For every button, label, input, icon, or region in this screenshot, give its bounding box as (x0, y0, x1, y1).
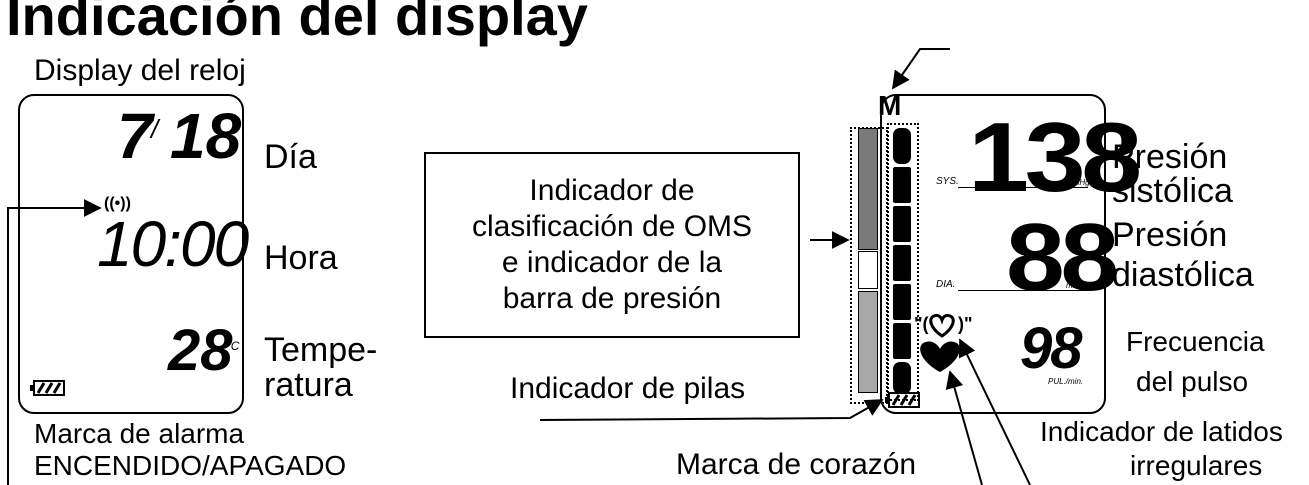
temperature-label-line1: Tempe- (264, 331, 378, 369)
who-caption-line: Indicador de (529, 174, 695, 207)
sys-tag: SYS. (936, 176, 959, 187)
hour-label: Hora (264, 239, 338, 277)
irregular-beat-label-line1: Indicador de latidos (1040, 416, 1283, 447)
pulse-label-line2: del pulso (1136, 366, 1249, 397)
time-digits: 10:00 (97, 208, 249, 280)
day-label: Día (264, 138, 317, 176)
arrow-heart (945, 370, 983, 485)
who-caption-line: barra de presión (502, 282, 722, 315)
systolic-label-line2: sistólica (1112, 172, 1233, 210)
diastolic-label-line1: Presión (1112, 216, 1228, 254)
clock-lcd-panel (18, 94, 244, 414)
temperature-digits: 28 (168, 318, 233, 383)
who-segment-white (858, 251, 878, 289)
sys-unit: mmHg (1066, 178, 1090, 187)
systolic-digits: 138 (968, 102, 1142, 212)
who-segment-light (858, 291, 878, 393)
svg-text:)": )" (958, 314, 973, 334)
memory-icon: M (878, 90, 902, 121)
alarm-icon: ((•)) (104, 195, 131, 212)
battery-indicator-label: Indicador de pilas (510, 372, 746, 405)
alarm-caption-line2: ENCENDIDO/APAGADO (34, 450, 347, 481)
who-caption-line: e indicador de la (501, 246, 723, 279)
dia-tag: DIA. (936, 279, 956, 290)
battery-icon (30, 380, 65, 396)
alarm-caption-line1: Marca de alarma (34, 418, 245, 449)
diastolic-digits: 88 (1006, 204, 1119, 311)
date-day-digits: 18 (170, 100, 242, 172)
irregular-beat-label-line2: irregulares (1130, 450, 1263, 481)
arrow-alarm (7, 199, 102, 485)
svg-text:"(: "( (914, 314, 929, 334)
dia-unit: mmHg (1066, 281, 1090, 290)
irregular-heartbeat-icon: "( )" (914, 313, 973, 338)
pulse-label-line1: Frecuencia (1126, 326, 1265, 357)
clock-display-label: Display del reloj (34, 54, 246, 87)
arrow-battery (539, 399, 884, 421)
who-caption-line: clasificación de OMS (471, 210, 753, 243)
diastolic-underline (958, 290, 1088, 291)
pressure-bar-segments (893, 128, 911, 394)
who-indicator-caption-box: Indicador de clasificación de OMS e indi… (424, 152, 800, 338)
arrow-memory (891, 48, 950, 90)
date-month-digit: 7 (117, 100, 153, 172)
heart-icon (920, 341, 960, 372)
temperature-label-line2: ratura (264, 366, 353, 404)
who-segment-dark (858, 128, 878, 250)
arrow-irregular (958, 338, 1031, 485)
systolic-label-line1: Presión (1112, 138, 1228, 176)
pulse-tag: PUL./min. (1048, 377, 1084, 386)
date-separator: / (151, 114, 159, 144)
systolic-underline (958, 187, 1088, 188)
diastolic-label-line2: diastólica (1112, 256, 1254, 294)
heart-mark-label: Marca de corazón (676, 448, 917, 481)
temperature-unit: °C (226, 339, 240, 353)
page-title: Indicación del display (6, 0, 588, 47)
battery-icon (885, 392, 920, 408)
pulse-digits: 98 (1020, 316, 1082, 381)
